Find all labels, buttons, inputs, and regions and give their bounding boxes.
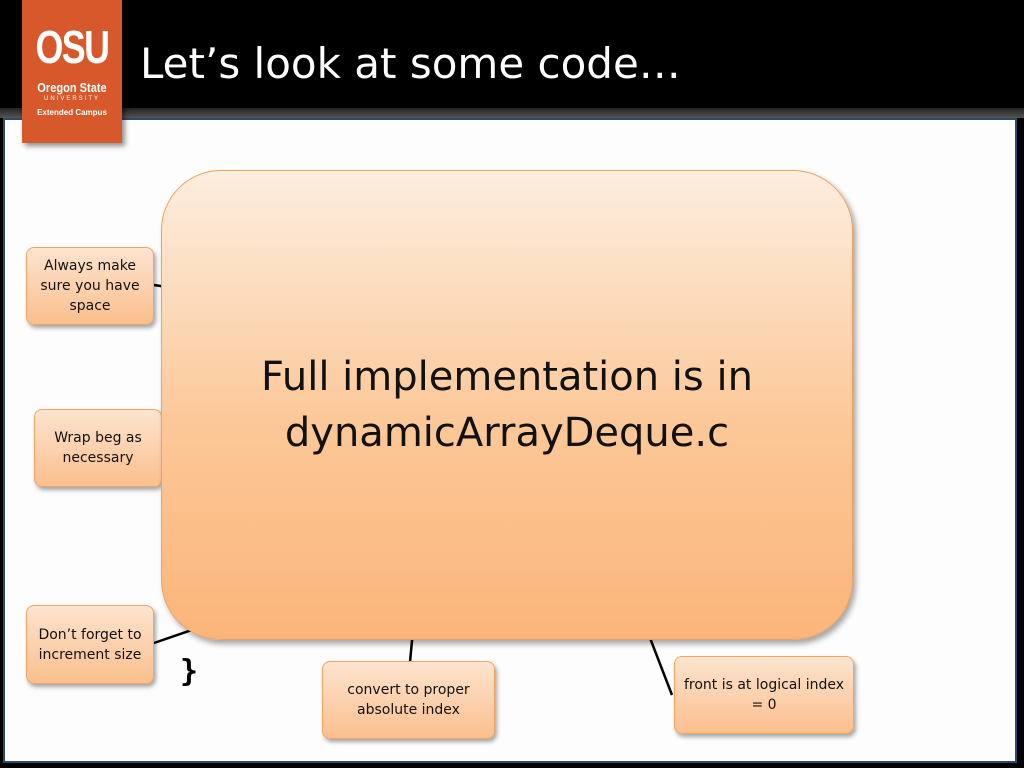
implementation-line-1: Full implementation is in (261, 354, 753, 400)
implementation-filename: dynamicArrayDeque.c (284, 410, 730, 456)
osu-logo: OSU Oregon State UNIVERSITY Extended Cam… (22, 0, 122, 143)
logo-campus: Extended Campus (37, 108, 107, 117)
callout-front: front is at logical index = 0 (674, 656, 854, 734)
logo-mark: OSU (35, 21, 110, 73)
logo-name: Oregon State (37, 80, 107, 95)
callout-wrap: Wrap beg as necessary (34, 409, 162, 487)
callout-increment: Don’t forget to increment size (26, 605, 154, 684)
implementation-callout: Full implementation is in dynamicArrayDe… (161, 170, 853, 640)
title-bar-divider (0, 108, 1024, 118)
slide-title: Let’s look at some code… (140, 39, 681, 88)
implementation-text: Full implementation is in dynamicArrayDe… (227, 349, 787, 461)
callout-space: Always make sure you have space (26, 247, 154, 325)
logo-university: UNIVERSITY (43, 96, 100, 102)
callout-absolute: convert to proper absolute index (322, 661, 495, 739)
code-closing-brace: } (180, 654, 199, 689)
